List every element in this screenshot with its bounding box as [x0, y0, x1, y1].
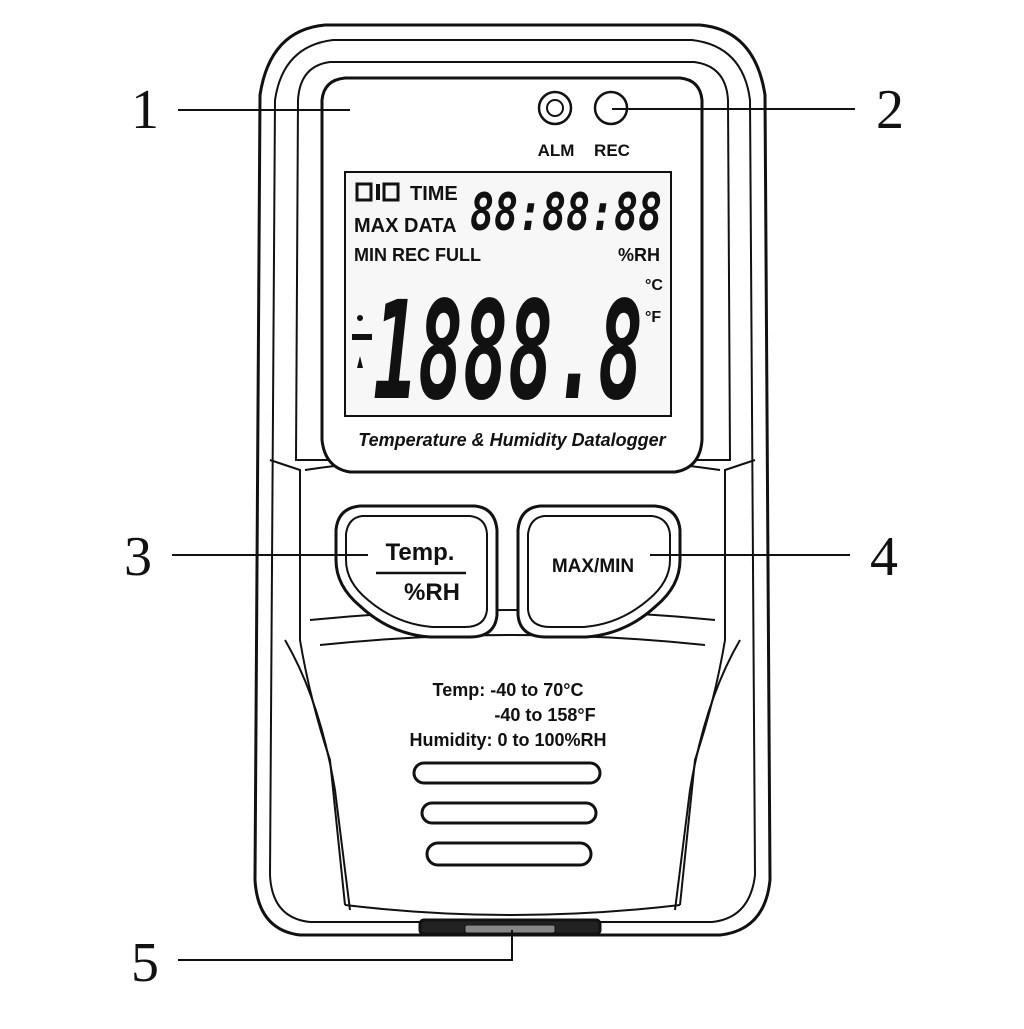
lcd-main-digits: 1888.8	[373, 273, 643, 431]
lcd-time-digits: 88:88:88	[470, 183, 662, 243]
rec-label: REC	[594, 141, 630, 160]
callout-number: 1	[131, 79, 159, 141]
vent-slot	[425, 841, 593, 867]
callout-number: 3	[124, 526, 152, 588]
callout-1: 1	[131, 79, 350, 141]
lcd-minus-sign-icon	[352, 334, 372, 340]
spec-temp-celsius: Temp: -40 to 70°C	[433, 680, 584, 700]
temp-button-label: Temp.	[386, 539, 455, 566]
spec-block: Temp: -40 to 70°C -40 to 158°F Humidity:…	[409, 680, 606, 750]
callout-number: 5	[131, 932, 159, 994]
callout-number: 2	[876, 79, 904, 141]
lcd-min-rec-full-label: MIN REC FULL	[354, 245, 481, 265]
vent-slot	[420, 801, 598, 825]
callout-3: 3	[124, 526, 368, 588]
lcd-rh-unit: %RH	[618, 245, 660, 265]
rh-button-label: %RH	[404, 579, 460, 606]
callout-5: 5	[131, 930, 513, 994]
callout-4: 4	[650, 526, 898, 588]
lcd-content: TIME MAX DATA MIN REC FULL 88:88:88 %RH …	[352, 182, 663, 431]
lcd-unit-fahrenheit: °F	[645, 309, 661, 326]
spec-temp-fahrenheit: -40 to 158°F	[494, 705, 595, 725]
temp-rh-button[interactable]: Temp. %RH	[334, 504, 499, 639]
lcd-arrow-icon	[357, 356, 363, 368]
alm-led-icon	[537, 90, 573, 126]
memory-icon	[355, 182, 400, 202]
lcd-panel	[344, 171, 672, 417]
lcd-time-label: TIME	[410, 183, 458, 205]
vent-slot	[412, 761, 602, 785]
vent-slots	[412, 761, 602, 867]
spec-humidity: Humidity: 0 to 100%RH	[409, 730, 606, 750]
alm-label: ALM	[538, 141, 575, 160]
lcd-max-data-label: MAX DATA	[354, 215, 457, 237]
max-min-button-label: MAX/MIN	[552, 556, 634, 577]
device-title: Temperature & Humidity Datalogger	[358, 430, 666, 450]
max-min-button[interactable]: MAX/MIN	[516, 504, 682, 639]
alm-indicator: ALM	[537, 90, 575, 160]
callout-2: 2	[612, 79, 904, 141]
callout-number: 4	[870, 526, 898, 588]
rec-indicator: REC	[593, 90, 630, 160]
lcd-unit-celsius: °C	[645, 277, 663, 294]
display-window	[320, 76, 704, 474]
